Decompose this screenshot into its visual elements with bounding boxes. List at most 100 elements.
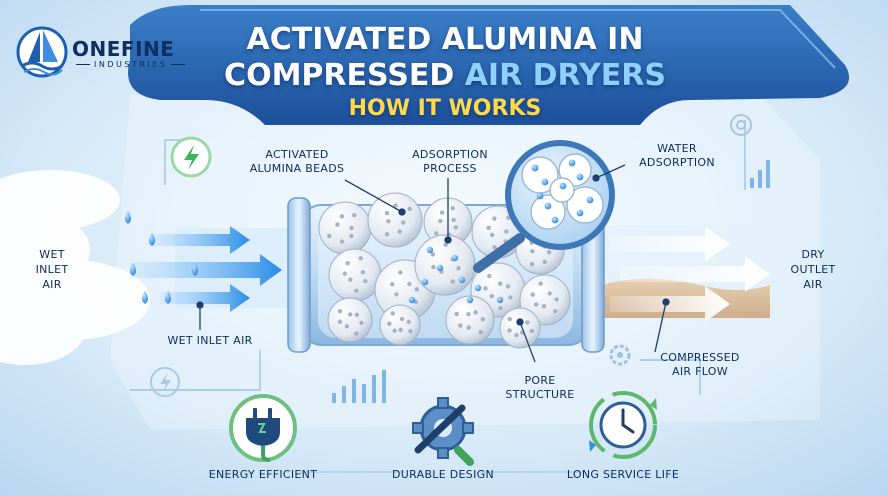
moisture-droplet [421, 278, 429, 286]
bead-pore [504, 229, 509, 234]
title-banner-highlight [200, 9, 836, 69]
bead-pore [453, 225, 459, 230]
bead-pore [390, 282, 395, 287]
bead-pore [363, 279, 368, 284]
bead-pore [392, 328, 397, 333]
brand-logo-icon [16, 26, 68, 78]
bead-pore [439, 210, 445, 215]
label-adsorption-process: ADSORPTION PROCESS [395, 148, 505, 176]
moisture-droplet [496, 296, 504, 304]
label-beads-line1: ACTIVATED [265, 148, 329, 161]
bead-pore [489, 293, 494, 299]
bead-pore [408, 329, 413, 334]
bead-pore [349, 233, 354, 239]
energy-small-icon [150, 367, 180, 397]
settings-small-icon [730, 114, 752, 136]
bead-pore [534, 302, 539, 307]
label-pore-line2: STRUCTURE [505, 388, 575, 401]
bead-pore [434, 231, 439, 236]
callout-lines [196, 164, 670, 363]
title-banner [128, 5, 850, 125]
bead-pore [492, 216, 497, 221]
bead-pore [347, 312, 353, 317]
label-beads-line2: ALUMINA BEADS [249, 162, 345, 175]
bead-pore [498, 305, 503, 311]
label-activated-alumina-beads: ACTIVATED ALUMINA BEADS [232, 148, 362, 176]
gear-wrench-icon [412, 397, 474, 466]
bead-pore [478, 329, 484, 335]
label-water-adsorption: WATER ADSORPTION [622, 142, 732, 170]
moisture-droplet [436, 264, 444, 272]
bead-pore [554, 297, 559, 302]
water-droplet [142, 291, 148, 304]
label-pore-line1: PORE [524, 374, 556, 387]
bar-chart-bottom-icon [332, 370, 386, 403]
bead-pore [399, 316, 405, 322]
lens-droplet [568, 159, 576, 167]
gear-small-icon [609, 344, 631, 366]
vessel-flange-left [287, 197, 311, 353]
brand-subtitle: INDUSTRIES [72, 60, 200, 69]
lens-droplet [576, 209, 584, 217]
bead-pore [466, 325, 471, 330]
bead-pore [339, 239, 345, 244]
bead-pore [458, 323, 463, 328]
bead-pore [337, 309, 343, 314]
bead-pore [480, 317, 486, 322]
bead-pore [438, 218, 443, 224]
moisture-droplet [451, 254, 459, 262]
bead-pore [401, 220, 406, 225]
bead-pore [430, 252, 436, 257]
label-wet-inlet-air: WET INLET AIR [22, 247, 82, 292]
label-outlet-line2: OUTLET [790, 263, 836, 276]
bead-pore [335, 222, 340, 227]
inlet-arrows [130, 226, 282, 312]
alumina-bead [499, 307, 541, 349]
bead-pore [354, 331, 359, 336]
bead-pore [525, 320, 530, 325]
bead-pore [394, 292, 399, 297]
bead-pore [393, 203, 398, 208]
page-title-air-dryers: AIR DRYERS [464, 58, 666, 93]
bead-pore [327, 233, 332, 239]
bead-pore [505, 284, 511, 289]
label-water-line2: ADSORPTION [639, 156, 715, 169]
lens-droplet [586, 196, 594, 204]
bead-pore [538, 281, 543, 286]
label-inlet-line2: INLET [35, 263, 69, 276]
moisture-droplet [426, 246, 434, 254]
feature-long-service-life: LONG SERVICE LIFE [566, 468, 680, 481]
label-water-line1: WATER [657, 142, 697, 155]
bead-pore [450, 206, 455, 211]
bead-pore [497, 281, 503, 286]
inlet-cloud [0, 170, 150, 365]
bead-pore [487, 273, 492, 279]
label-compressed-air-flow: COMPRESSED AIR FLOW [640, 351, 760, 379]
water-droplet [125, 211, 131, 224]
moisture-droplet [458, 276, 466, 284]
bead-pore [354, 288, 359, 293]
bead-pore [486, 225, 491, 231]
bead-pore [352, 213, 357, 218]
bead-pore [529, 262, 535, 267]
bead-pore [349, 225, 354, 231]
brand-name: ONEFINE [72, 37, 175, 61]
magnifier [473, 140, 615, 273]
water-droplets-icon [125, 211, 198, 304]
label-dry-outlet-air: DRY OUTLET AIR [780, 247, 846, 292]
alumina-bead [445, 295, 495, 345]
lens-bead [566, 186, 604, 224]
lens-droplet [531, 164, 539, 172]
label-outlet-line1: DRY [801, 248, 825, 261]
bead-pore [348, 277, 353, 282]
bead-pore [454, 311, 459, 317]
bead-pore [359, 320, 364, 326]
water-droplet [130, 263, 136, 276]
moisture-droplet [408, 296, 416, 304]
bead-pore [451, 217, 456, 223]
bead-pore [508, 295, 513, 300]
label-wet-inlet-air-bottom: WET INLET AIR [167, 334, 253, 347]
bead-pore [407, 206, 412, 212]
page-subtitle: HOW IT WORKS [348, 96, 542, 121]
